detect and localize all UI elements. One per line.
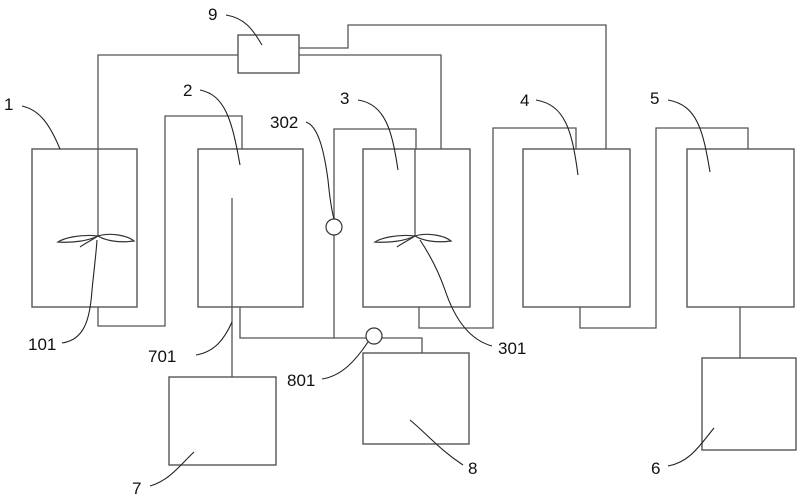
label-5: 5: [650, 89, 659, 108]
leader-7: [149, 451, 195, 487]
label-8: 8: [468, 459, 477, 478]
box-9: [237, 34, 300, 74]
leader-5: [667, 99, 711, 173]
leader-302: [305, 121, 335, 220]
tank-3: [362, 148, 471, 308]
tank-5: [686, 148, 795, 308]
label-801: 801: [287, 371, 315, 390]
leader-4: [535, 99, 579, 176]
leader-3: [357, 99, 399, 171]
agitator-blade-101: [56, 233, 136, 248]
label-2: 2: [183, 81, 192, 100]
tank-1: [31, 148, 138, 308]
leader-701: [195, 321, 233, 356]
label-701: 701: [148, 347, 176, 366]
pipe-801-to-8: [382, 337, 423, 353]
pipe-top-to-4: [299, 24, 607, 149]
agitator-blade-301: [373, 233, 453, 248]
pipe-2-bottom: [239, 307, 370, 339]
pipe-4-to-5: [579, 127, 749, 329]
box-7: [168, 376, 277, 466]
label-3: 3: [340, 89, 349, 108]
label-302: 302: [270, 113, 298, 132]
leader-301: [419, 239, 493, 347]
tank-4: [522, 148, 631, 308]
box-8: [362, 352, 470, 445]
pipe-3-to-4: [418, 127, 577, 329]
leader-801: [321, 341, 369, 380]
label-101: 101: [28, 335, 56, 354]
leader-6: [667, 427, 715, 467]
leader-101: [61, 239, 98, 344]
leader-8: [409, 419, 464, 466]
label-301: 301: [498, 339, 526, 358]
leader-2: [199, 89, 241, 166]
label-9: 9: [208, 5, 217, 24]
pipe-1-bottom: [97, 307, 137, 327]
pipe-1-to-2: [137, 115, 243, 327]
tank-2: [197, 148, 304, 308]
label-7: 7: [132, 479, 141, 498]
label-4: 4: [520, 91, 529, 110]
pipe-9-to-3: [299, 54, 442, 149]
label-1: 1: [4, 95, 13, 114]
valve-302: [325, 218, 343, 236]
pipe-9-to-1: [97, 54, 238, 149]
leader-1: [21, 105, 61, 150]
valve-801: [365, 327, 383, 345]
box-6: [701, 357, 797, 451]
leader-9: [225, 14, 263, 46]
label-6: 6: [651, 459, 660, 478]
